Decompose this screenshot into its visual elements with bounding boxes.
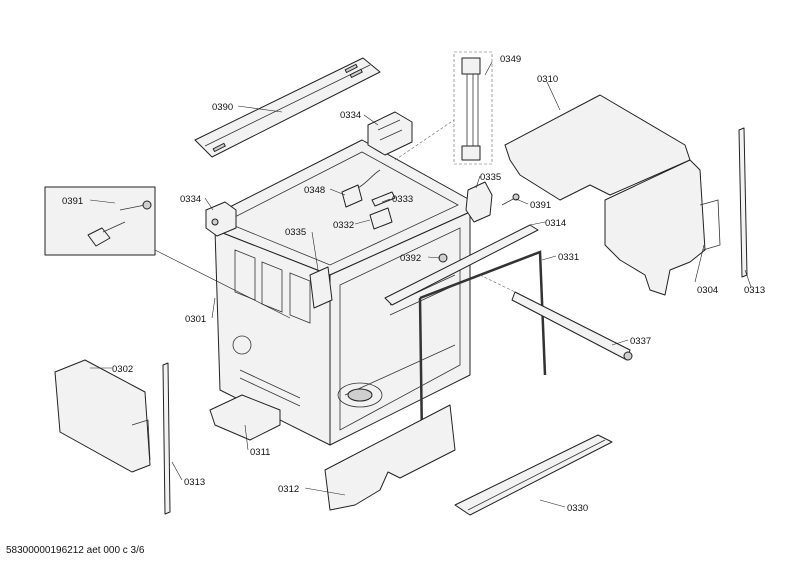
part-0334-hinge-left[interactable] — [205, 201, 237, 237]
label-0348: 0348 — [304, 185, 325, 196]
label-0391-right: 0391 — [530, 200, 551, 211]
assembly-line-rod — [479, 274, 516, 293]
part-0302-side-panel-left[interactable] — [54, 359, 151, 473]
part-0333-bracket[interactable] — [371, 191, 396, 207]
label-0331: 0331 — [558, 252, 579, 263]
part-0390-top-cover[interactable] — [194, 57, 381, 158]
part-0337-rail-rod[interactable] — [511, 291, 633, 361]
label-0334-left: 0334 — [180, 194, 201, 205]
part-0349-cable-harness[interactable] — [453, 51, 493, 165]
part-0301-tub-frame[interactable] — [207, 139, 471, 446]
label-0334-upper: 0334 — [340, 110, 361, 121]
label-0392: 0392 — [400, 253, 421, 264]
assembly-line-screw — [154, 249, 291, 319]
part-0331-door-seal[interactable] — [418, 250, 547, 441]
part-0335-hinge-right[interactable] — [465, 181, 493, 223]
part-0313-strip-left[interactable] — [162, 362, 171, 515]
part-0391-screw-right[interactable] — [501, 193, 520, 206]
part-0332-clip[interactable] — [369, 207, 393, 230]
part-0392-fastener[interactable] — [438, 253, 448, 263]
label-0313-left: 0313 — [184, 477, 205, 488]
assembly-line-harness — [394, 119, 455, 161]
part-0335-hinge-front[interactable] — [309, 266, 333, 309]
label-0304: 0304 — [697, 285, 718, 296]
label-0302: 0302 — [112, 364, 133, 375]
label-0301: 0301 — [185, 314, 206, 325]
label-0332: 0332 — [333, 220, 354, 231]
label-0337: 0337 — [630, 336, 651, 347]
document-reference: 58300000196212 aet 000 c 3/6 — [6, 545, 145, 556]
label-0335-right: 0335 — [480, 172, 501, 183]
label-0312: 0312 — [278, 484, 299, 495]
leader-lines — [89, 61, 752, 508]
label-0349: 0349 — [500, 54, 521, 65]
part-0310-insulation-mat[interactable] — [504, 94, 691, 201]
label-0330: 0330 — [567, 503, 588, 514]
label-0333: 0333 — [392, 194, 413, 205]
label-0311: 0311 — [250, 447, 270, 458]
part-0348-sensor[interactable] — [341, 169, 381, 208]
label-0314: 0314 — [545, 218, 566, 229]
part-0314-top-rail[interactable] — [384, 224, 539, 306]
part-0313-strip-right[interactable] — [738, 127, 748, 278]
part-0311-plinth-left[interactable] — [209, 394, 281, 441]
part-labels: 0390 0349 0310 0334 0348 0333 0335 0391 … — [62, 54, 765, 514]
part-0312-plinth-front[interactable] — [324, 404, 456, 511]
label-0310: 0310 — [537, 74, 558, 85]
label-0390: 0390 — [212, 102, 233, 113]
part-0391-screw-detail-box[interactable] — [44, 186, 156, 256]
label-0391-box: 0391 — [62, 196, 83, 207]
part-0330-base-rail[interactable] — [454, 434, 613, 516]
label-0335-front: 0335 — [285, 227, 306, 238]
part-0334-hinge-upper[interactable] — [367, 111, 413, 156]
label-0313-right: 0313 — [744, 285, 765, 296]
part-0304-side-panel-right[interactable] — [604, 159, 721, 296]
